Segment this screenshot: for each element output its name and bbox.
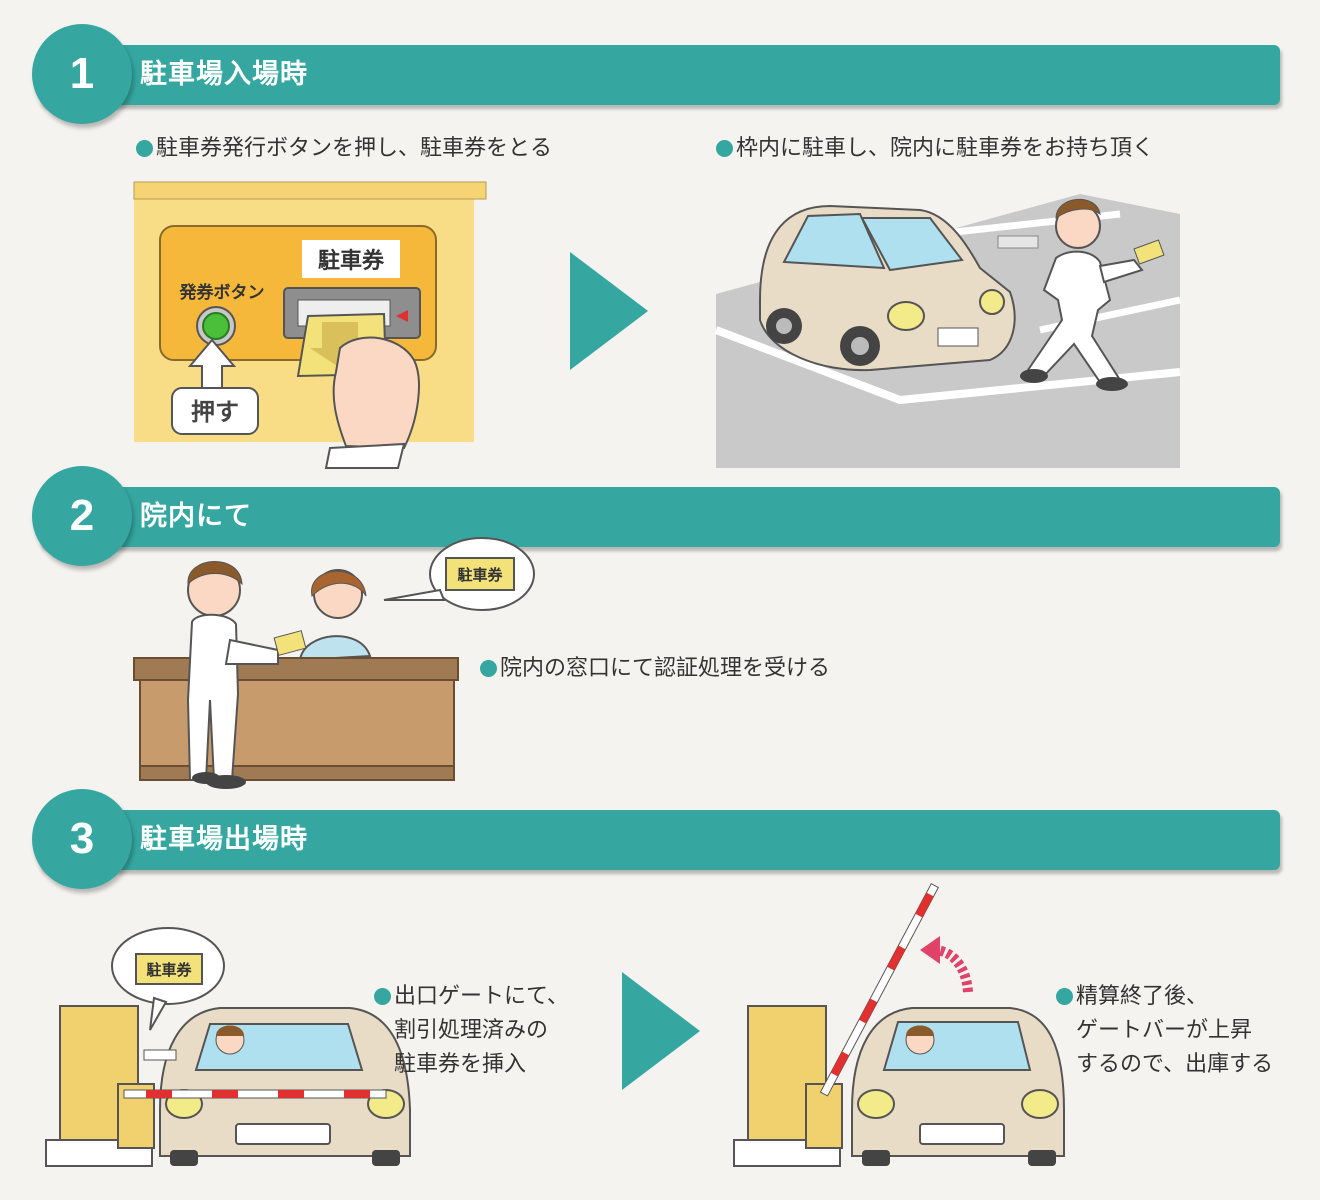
- car-window: [782, 212, 886, 270]
- sleeve: [324, 442, 406, 469]
- step3-left-line-3: 駐車券を挿入: [394, 1052, 527, 1077]
- raised-gate-bar: [819, 883, 940, 1097]
- issue-button-label: 発券ボタン: [179, 282, 265, 303]
- push-label: 押す: [191, 398, 239, 426]
- step2-banner: [40, 487, 1280, 547]
- step3-right-line-3: するので、出庫する: [1076, 1052, 1274, 1077]
- step2-caption-text: 院内の窓口にて認証処理を受ける: [500, 656, 831, 681]
- gate-bubble-ticket-label: 駐車券: [146, 961, 192, 979]
- step3-title: 駐車場出場時: [140, 824, 308, 855]
- bullet-icon: [480, 660, 497, 677]
- step2-number: 2: [32, 466, 132, 566]
- push-label-box: [171, 387, 259, 435]
- step3-left-caption: 出口ゲートにて、 割引処理済みの 駐車券を挿入: [374, 980, 569, 1082]
- gate-bar: [123, 1089, 387, 1099]
- walking-man-body: [1026, 250, 1122, 390]
- car-headlight: [887, 301, 925, 331]
- next-arrow-icon: [622, 972, 700, 1090]
- step1-left-caption: 駐車券発行ボタンを押し、駐車券をとる: [136, 132, 552, 166]
- step1-title: 駐車場入場時: [140, 59, 308, 90]
- hand: [332, 336, 420, 450]
- step1-right-caption-text: 枠内に駐車し、院内に駐車券をお持ち頂く: [736, 136, 1155, 161]
- gate-post-right: [805, 1083, 843, 1149]
- machine-roof: [133, 181, 487, 200]
- step3-number: 3: [32, 789, 132, 889]
- wheel-stop: [997, 235, 1039, 249]
- slot-indicator-icon: [396, 310, 408, 322]
- step2-title: 院内にて: [140, 501, 252, 532]
- step1-number: 1: [32, 24, 132, 124]
- step2-caption: 院内の窓口にて認証処理を受ける: [480, 652, 830, 686]
- step1-left-caption-text: 駐車券発行ボタンを押し、駐車券をとる: [156, 136, 553, 161]
- step3-left-line-1: 出口ゲートにて、: [374, 980, 569, 1014]
- step1-banner: [40, 45, 1280, 105]
- ticket-label: 駐車券: [318, 248, 385, 274]
- step3-right-line-2: ゲートバーが上昇: [1076, 1018, 1253, 1043]
- held-ticket: [1133, 239, 1165, 265]
- bubble-ticket: [445, 557, 515, 591]
- step3-banner: [40, 810, 1280, 870]
- bullet-icon: [1056, 988, 1073, 1005]
- step1-right-caption: 枠内に駐車し、院内に駐車券をお持ち頂く: [716, 132, 1154, 166]
- bubble-ticket-label: 駐車券: [457, 566, 503, 584]
- issue-button[interactable]: [202, 312, 230, 340]
- step3-right-caption: 精算終了後、 ゲートバーが上昇 するので、出庫する: [1056, 980, 1273, 1082]
- step3-left-line-2: 割引処理済みの: [394, 1018, 549, 1043]
- bullet-icon: [136, 140, 153, 157]
- raise-arrow-icon: [933, 945, 973, 993]
- bullet-icon: [374, 988, 391, 1005]
- gate-bubble-ticket: [135, 953, 203, 985]
- next-arrow-icon: [570, 252, 648, 370]
- parking-line: [714, 326, 1181, 405]
- bullet-icon: [716, 140, 733, 157]
- car-plate: [937, 327, 979, 347]
- handed-ticket: [273, 630, 307, 656]
- step3-right-line-1: 精算終了後、: [1056, 980, 1273, 1014]
- receptionist-body: [298, 635, 372, 662]
- ticket-label-box: [302, 240, 400, 278]
